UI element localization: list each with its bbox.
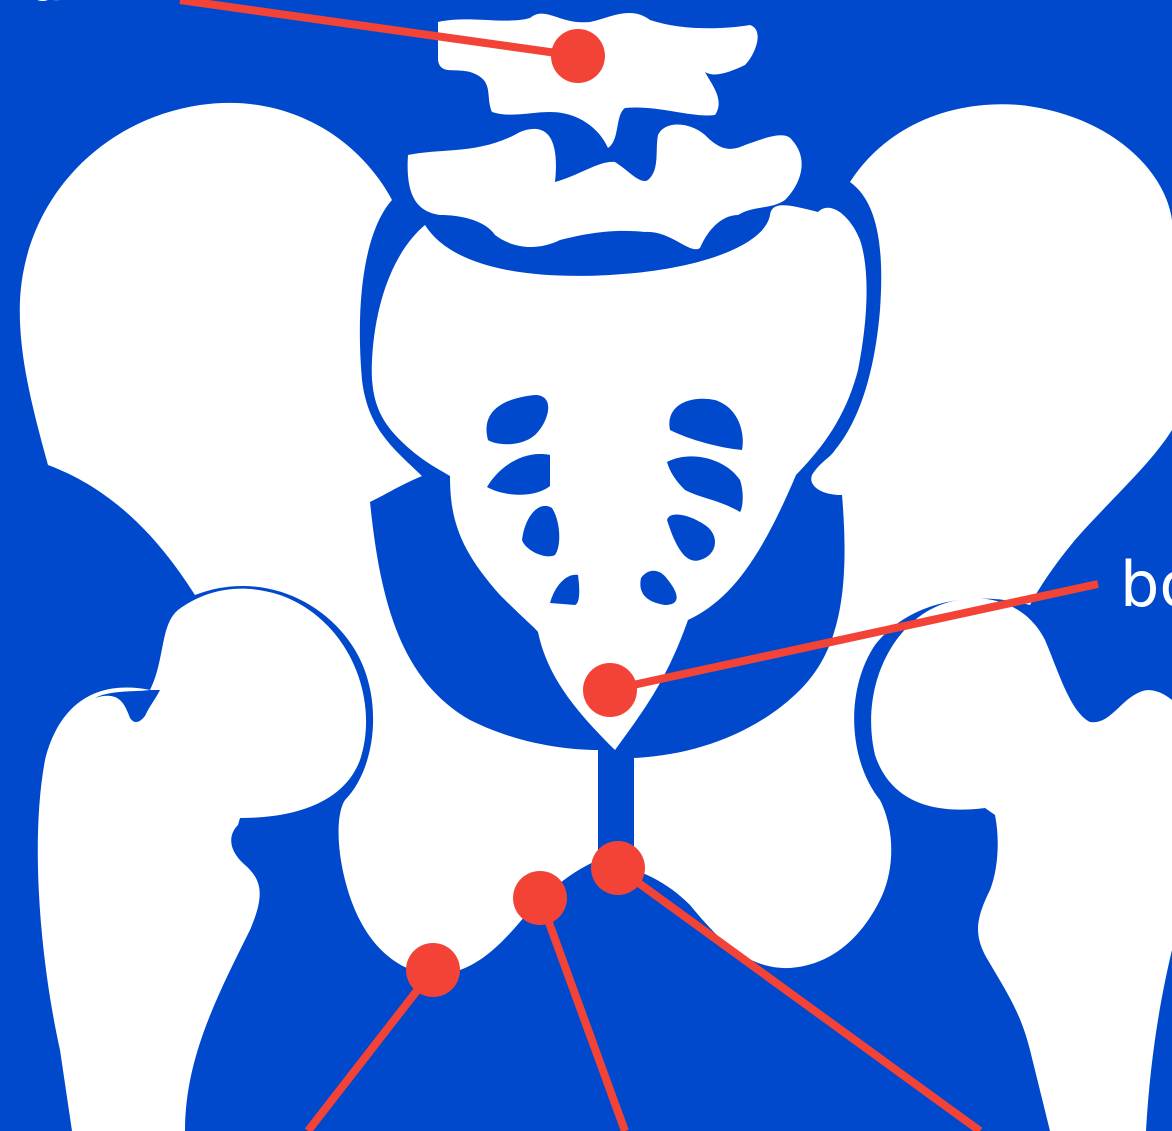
marker-sacrum [583, 663, 637, 717]
label-vertebra: Lu [0, 0, 65, 15]
marker-vertebra [551, 29, 605, 83]
marker-pubic-symphysis [591, 841, 645, 895]
marker-pubis [513, 871, 567, 925]
label-sacrum: bo [1120, 548, 1172, 621]
marker-ischium [406, 943, 460, 997]
